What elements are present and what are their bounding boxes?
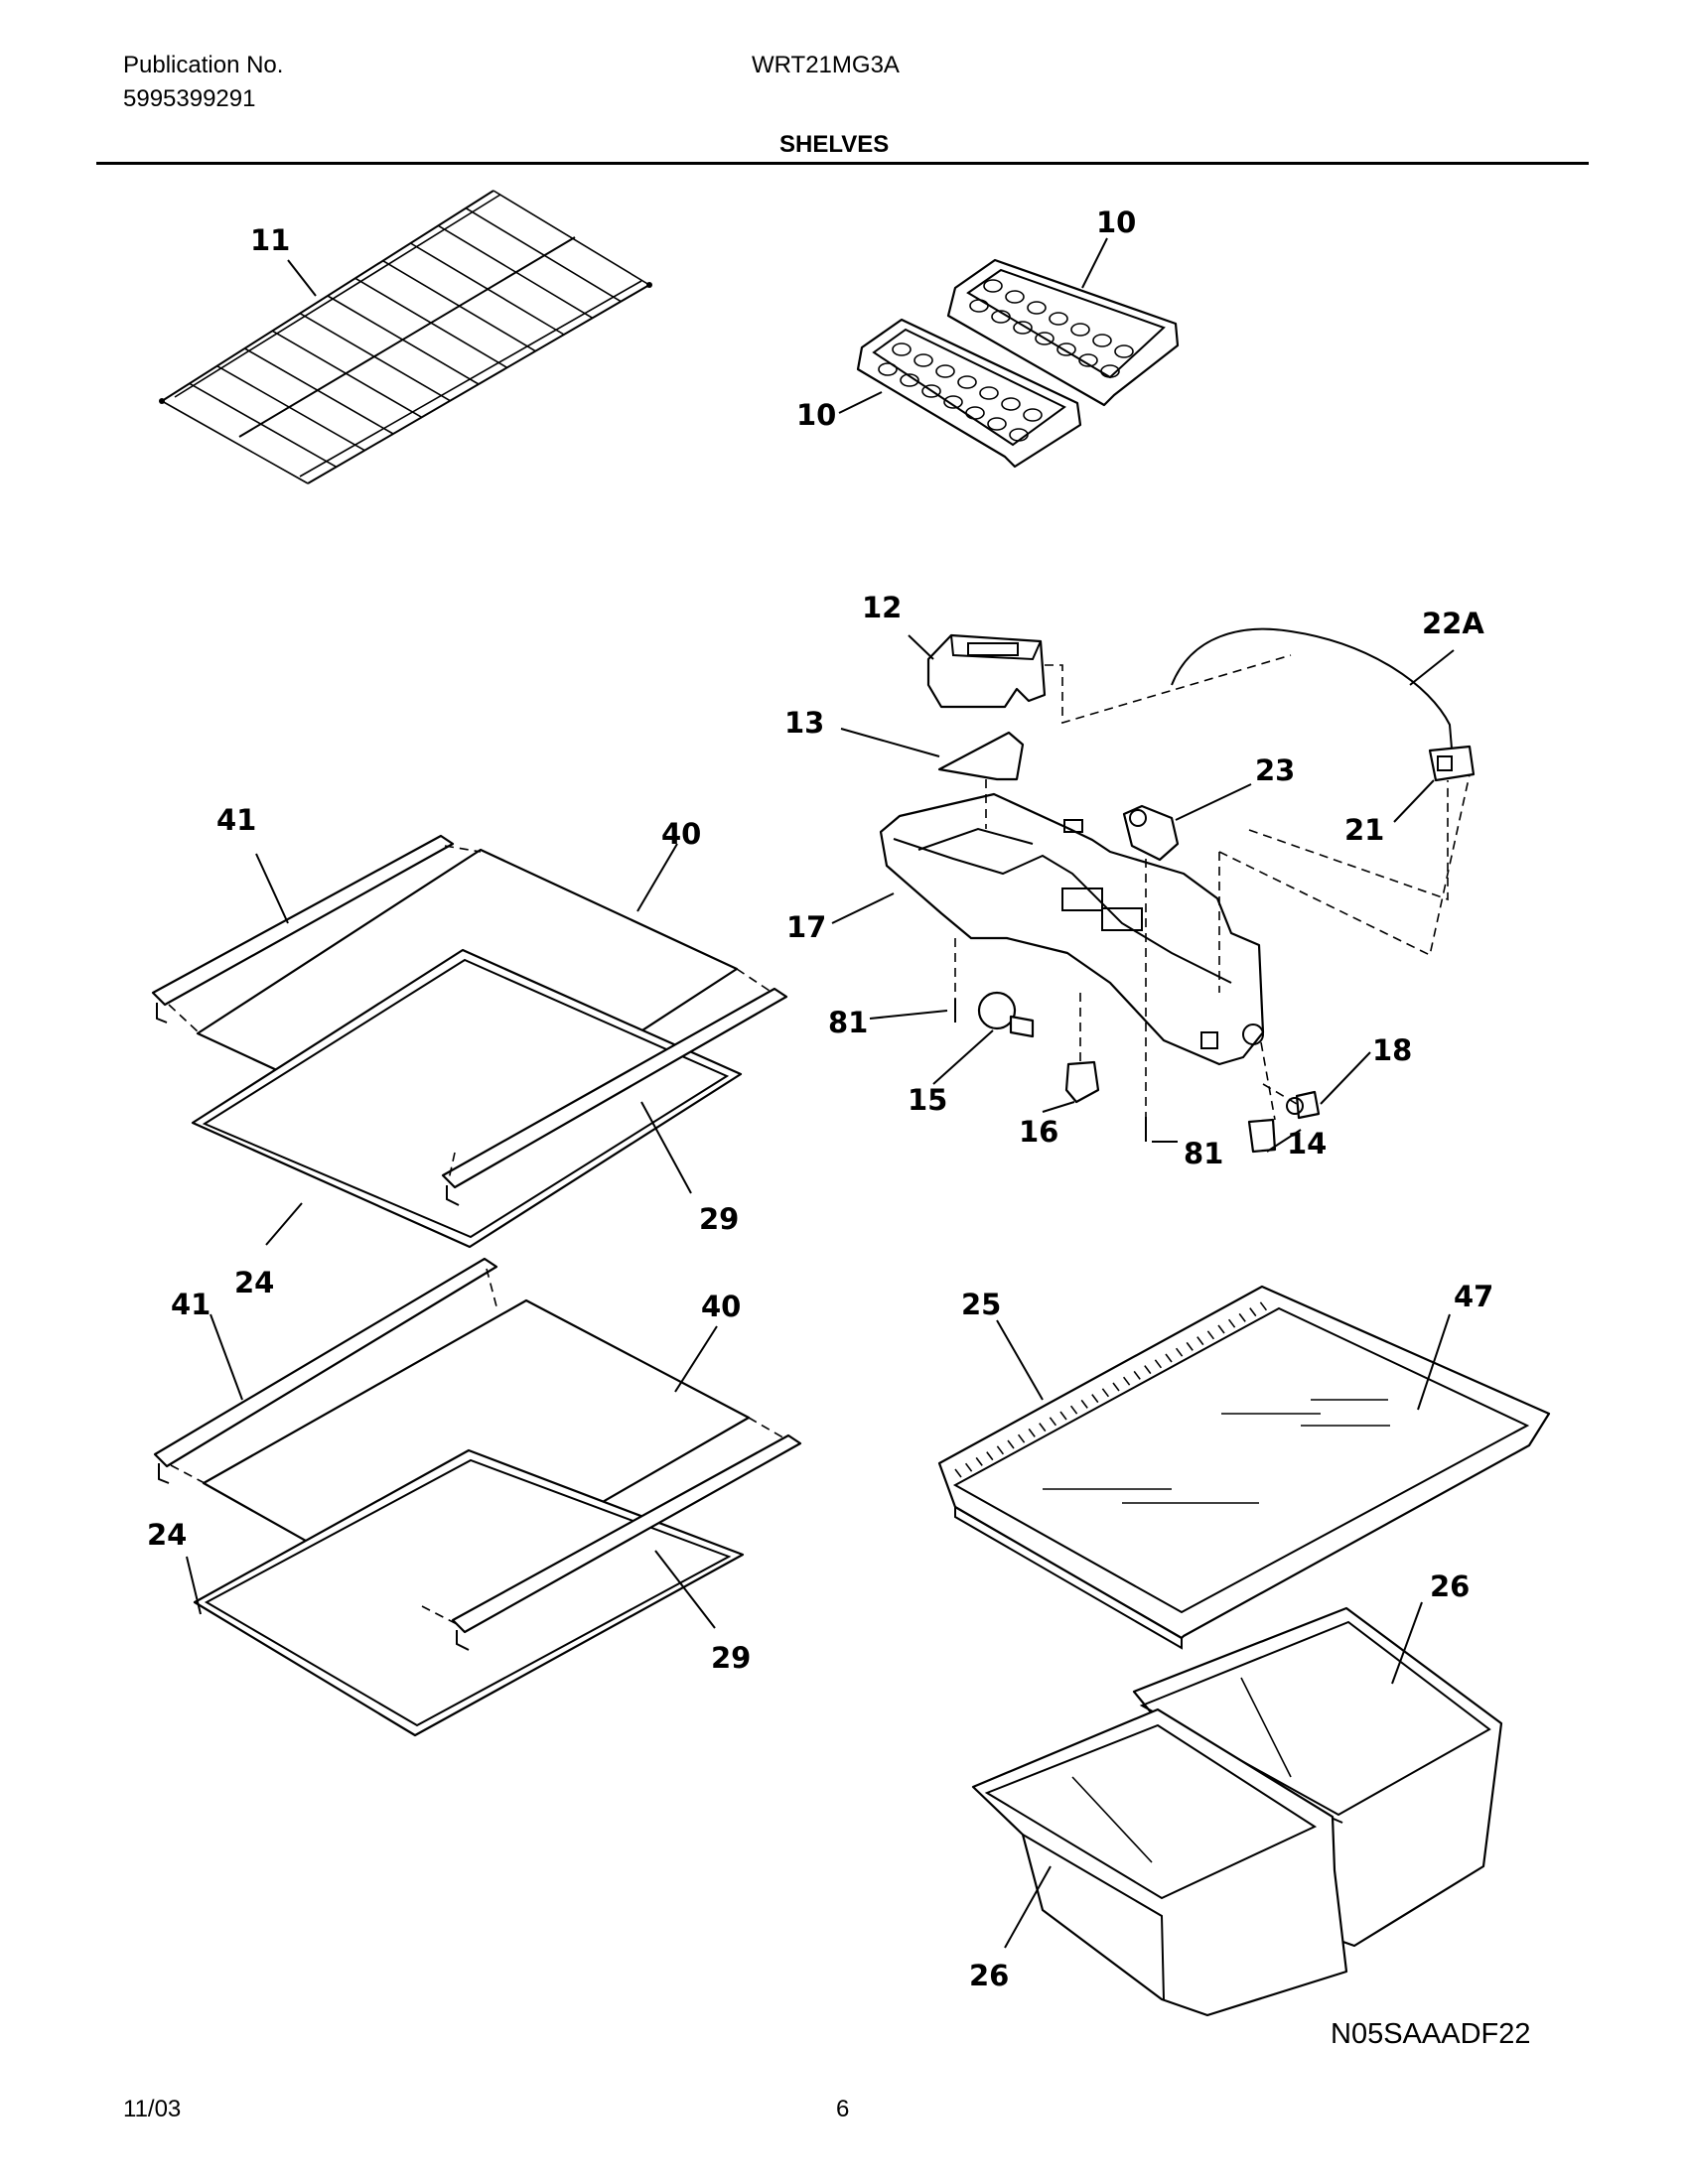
- callout-labels: 11 10 10 12 22A 13 23 21 17 81 18 15 16 …: [147, 205, 1493, 1992]
- callout-40: 40: [701, 1290, 741, 1323]
- diagram-code: N05SAAADF22: [1331, 2018, 1531, 2050]
- light-switch-part: [1247, 1118, 1277, 1154]
- ice-tray-part: [856, 318, 1082, 469]
- shelf-rail-part: [151, 834, 455, 1024]
- callout-12: 12: [862, 591, 902, 624]
- model-number: WRT21MG3A: [752, 52, 900, 78]
- lamp-socket-part: [1064, 1060, 1100, 1104]
- footer-date: 11/03: [123, 2096, 182, 2122]
- page-number: 6: [836, 2096, 850, 2122]
- screw-part: [954, 999, 1147, 1142]
- callout-41: 41: [216, 803, 256, 837]
- assembly-guide-lines: [954, 654, 1471, 1121]
- callout-25: 25: [961, 1288, 1001, 1321]
- assembly-guide-lines: [170, 1268, 787, 1625]
- shelf-rail-part: [441, 987, 788, 1206]
- callout-26: 26: [1430, 1570, 1470, 1603]
- callout-11: 11: [250, 223, 290, 257]
- knob-part: [1286, 1090, 1321, 1120]
- callout-16: 16: [1019, 1115, 1058, 1149]
- lamp-bulb-part: [977, 991, 1035, 1038]
- header-rule: [96, 162, 1589, 165]
- callout-29: 29: [711, 1641, 751, 1675]
- assembly-guide-lines: [168, 845, 774, 1180]
- callout-47: 47: [1454, 1280, 1493, 1313]
- callout-81: 81: [828, 1006, 868, 1039]
- callout-10: 10: [1096, 205, 1136, 239]
- shelf-frame-part: [193, 1448, 745, 1737]
- wire-shelf-part: [159, 190, 652, 484]
- callout-15: 15: [908, 1083, 947, 1117]
- callout-10: 10: [796, 398, 836, 432]
- ice-bucket-part: [926, 633, 1047, 709]
- crisper-drawer-part: [971, 1707, 1348, 2017]
- callout-24: 24: [147, 1518, 187, 1552]
- callout-24: 24: [234, 1266, 274, 1299]
- publication-number: 5995399291: [123, 85, 256, 112]
- section-title: SHELVES: [779, 131, 890, 158]
- callout-leaders: [186, 237, 1455, 1949]
- callout-14: 14: [1287, 1127, 1327, 1160]
- publication-label: Publication No.: [123, 52, 284, 78]
- callout-40: 40: [661, 817, 701, 851]
- shelf-frame-part: [191, 948, 743, 1249]
- ice-tray-part: [946, 258, 1180, 407]
- defrost-timer-part: [1122, 804, 1180, 862]
- callout-26: 26: [969, 1959, 1009, 1992]
- callout-41: 41: [171, 1288, 211, 1321]
- flap-part: [937, 731, 1025, 781]
- callout-17: 17: [786, 910, 826, 944]
- callout-23: 23: [1255, 753, 1295, 787]
- callout-21: 21: [1344, 813, 1384, 847]
- callout-18: 18: [1372, 1033, 1412, 1067]
- shelf-rail-part: [451, 1433, 802, 1651]
- callout-29: 29: [699, 1202, 739, 1236]
- crisper-cover-part: [937, 1285, 1551, 1650]
- callout-22a: 22A: [1422, 607, 1484, 640]
- cord-and-switch-part: [1171, 627, 1476, 782]
- control-housing-part: [879, 792, 1265, 1066]
- shelf-rail-part: [153, 1257, 498, 1484]
- callout-81: 81: [1184, 1137, 1223, 1170]
- callout-13: 13: [784, 706, 824, 740]
